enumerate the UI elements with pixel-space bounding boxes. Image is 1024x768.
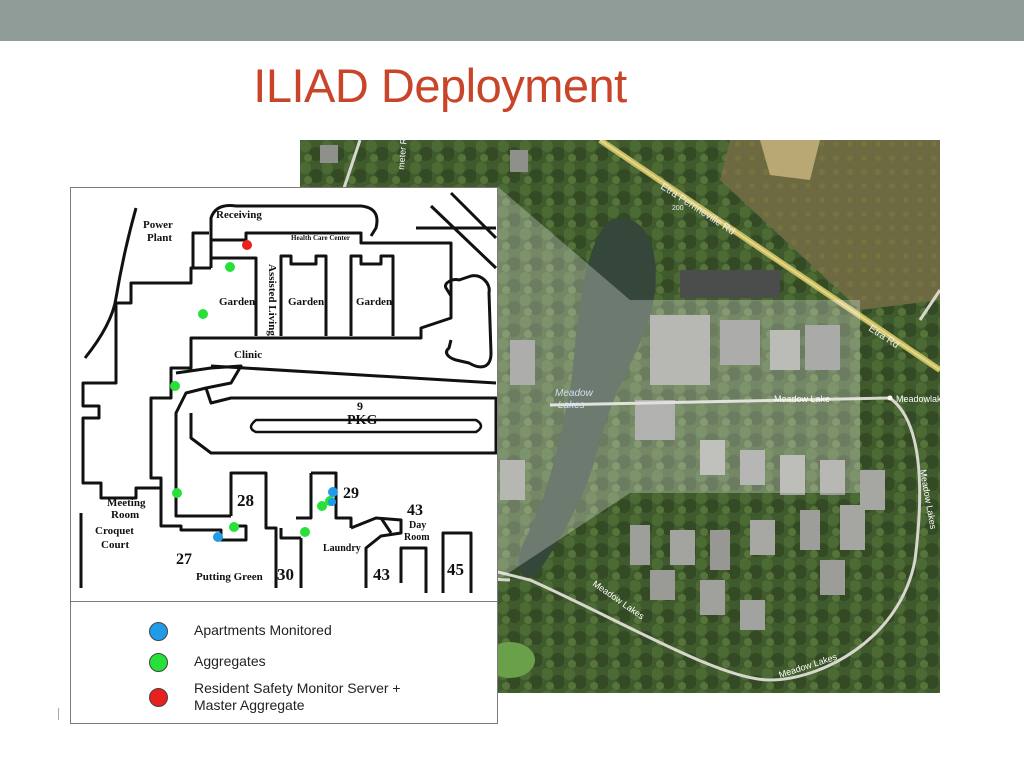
legend-label: Aggregates — [194, 653, 266, 669]
green-dot-icon — [149, 653, 168, 672]
label-health-care-center: Health Care Center — [291, 234, 350, 242]
label-meeting-room: Room — [111, 509, 139, 521]
water-label: Lakes — [558, 400, 585, 411]
campus-floor-plan: Receiving Health Care Center Power Plant… — [79, 191, 497, 593]
road-label: Meadow Lake — [774, 394, 830, 404]
label-garden: Garden — [288, 296, 324, 308]
label-power-plant: Power — [143, 219, 173, 231]
aggregate-dot — [300, 527, 310, 537]
label-garden: Garden — [219, 296, 255, 308]
label-croquet-court: Court — [101, 539, 129, 551]
label-parking: PKG — [347, 413, 377, 428]
aggregate-dot — [170, 381, 180, 391]
legend: Apartments Monitored Aggregates Resident… — [71, 601, 497, 723]
legend-label: Apartments Monitored — [194, 622, 332, 638]
legend-item-apartments: Apartments Monitored — [149, 622, 332, 641]
floor-plan-panel: Receiving Health Care Center Power Plant… — [70, 187, 498, 724]
water-label: Meadow — [555, 388, 594, 399]
label-receiving: Receiving — [216, 209, 262, 221]
label-building-28: 28 — [237, 491, 254, 510]
label-building-43: 43 — [373, 565, 390, 584]
slide-title: ILIAD Deployment — [253, 59, 627, 112]
label-building-27: 27 — [176, 551, 192, 568]
legend-item-aggregates: Aggregates — [149, 653, 266, 672]
aggregate-dot — [317, 501, 327, 511]
label-day-room: Day — [409, 520, 426, 531]
label-laundry: Laundry — [323, 543, 361, 554]
aggregate-dot — [198, 309, 208, 319]
label-building-29: 29 — [343, 485, 359, 502]
server-dot — [242, 240, 252, 250]
label-putting-green: Putting Green — [196, 571, 263, 583]
legend-label: Resident Safety Monitor Server + Master … — [194, 680, 401, 713]
road-label: 200 — [672, 205, 684, 212]
aggregate-dot — [225, 262, 235, 272]
apartment-dot — [213, 532, 223, 542]
apartment-dot — [328, 487, 338, 497]
top-banner — [0, 0, 1024, 41]
label-parking-number: 9 — [357, 399, 363, 413]
legend-item-server: Resident Safety Monitor Server + Master … — [149, 680, 434, 714]
label-clinic: Clinic — [234, 349, 262, 361]
aggregate-dot — [172, 488, 182, 498]
label-assisted-living: Assisted Living — [266, 264, 278, 336]
red-dot-icon — [149, 688, 168, 707]
label-building-43-day: 43 — [407, 502, 423, 519]
aggregate-dot — [229, 522, 239, 532]
apartment-dot — [328, 498, 336, 506]
road-label: Meadowlak — [896, 394, 940, 404]
road-label: meter Rd — [396, 140, 409, 170]
label-day-room: Room — [404, 532, 430, 543]
label-garden: Garden — [356, 296, 392, 308]
label-building-45: 45 — [447, 560, 464, 579]
blue-dot-icon — [149, 622, 168, 641]
slide-divider — [58, 708, 59, 720]
label-meeting-room: Meeting — [107, 497, 146, 509]
label-building-30: 30 — [277, 565, 294, 584]
label-power-plant: Plant — [147, 232, 172, 244]
label-croquet-court: Croquet — [95, 525, 134, 537]
